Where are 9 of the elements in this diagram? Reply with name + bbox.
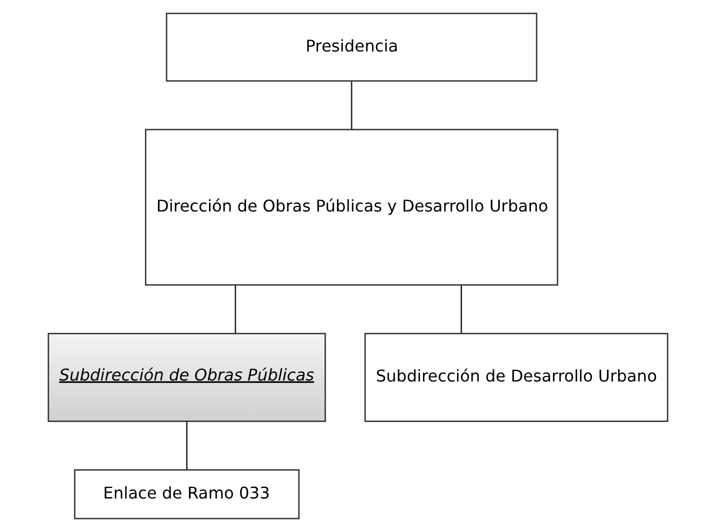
connector (234, 285, 236, 334)
connector (350, 81, 352, 130)
connector (186, 422, 188, 470)
node-box: Presidencia (166, 12, 538, 82)
connector (460, 285, 462, 334)
node-box: Enlace de Ramo 033 (74, 469, 300, 520)
node-box: Subdirección de Desarrollo Urbano (364, 332, 668, 422)
node-box: Dirección de Obras Públicas y Desarrollo Urbano (144, 128, 558, 286)
node-box: Subdirección de Obras Públicas (48, 332, 326, 422)
